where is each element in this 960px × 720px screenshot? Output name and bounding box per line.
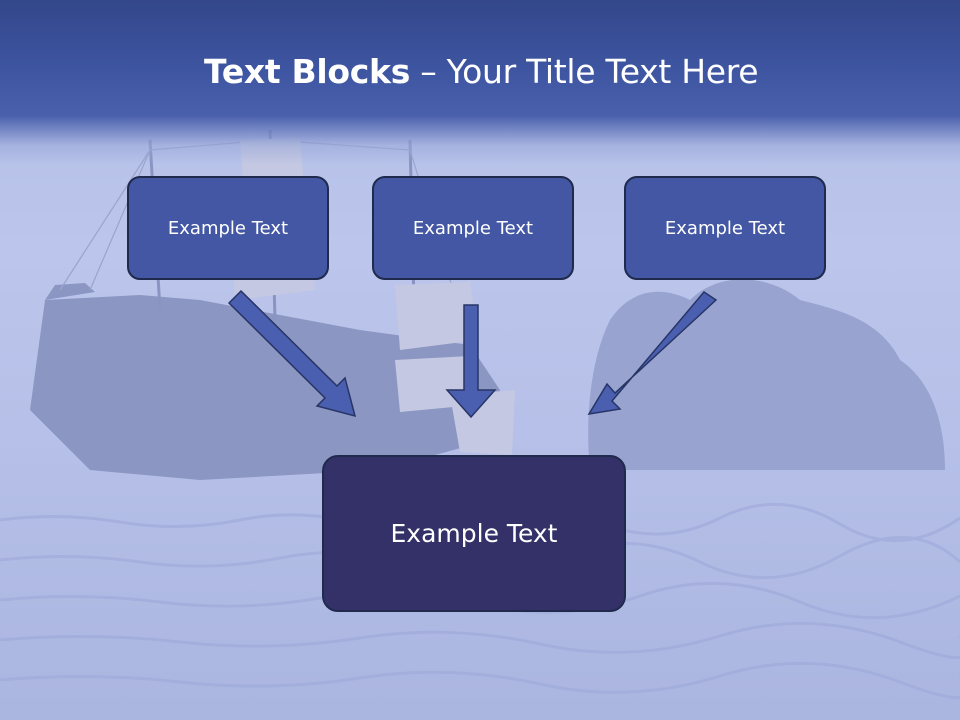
text-box-left[interactable]: Example Text	[127, 176, 329, 280]
text-box-bottom-label: Example Text	[390, 519, 558, 548]
title-bar	[0, 0, 960, 165]
text-box-bottom[interactable]: Example Text	[322, 455, 626, 612]
text-box-middle-label: Example Text	[412, 217, 534, 239]
text-box-right[interactable]: Example Text	[624, 176, 826, 280]
title-rest: Your Title Text Here	[446, 52, 759, 91]
title-dash: –	[410, 52, 447, 91]
text-box-middle[interactable]: Example Text	[372, 176, 574, 280]
text-box-left-label: Example Text	[167, 217, 289, 239]
text-box-right-label: Example Text	[664, 217, 786, 239]
arrow-middle-icon	[445, 304, 497, 419]
title-bold-part: Text Blocks	[204, 52, 411, 91]
arrow-right-icon	[587, 291, 718, 415]
slide-title: Text Blocks – Your Title Text Here	[204, 52, 759, 91]
arrow-left-icon	[227, 289, 357, 418]
